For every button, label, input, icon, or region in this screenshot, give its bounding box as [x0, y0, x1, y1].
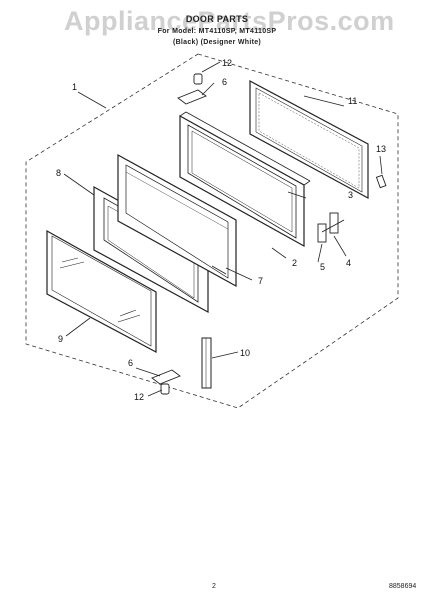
page-number: 2 — [212, 583, 216, 590]
door-seal — [249, 79, 369, 200]
callout-6: 6 — [128, 358, 133, 368]
model-line: For Model: MT4110SP, MT4110SP — [157, 28, 277, 35]
callout-6: 6 — [222, 77, 227, 87]
diagram-id: 8858694 — [389, 583, 417, 590]
callout-5: 5 — [320, 262, 325, 272]
callout-12: 12 — [134, 392, 144, 402]
callout-1: 1 — [72, 82, 77, 92]
door-choke — [201, 337, 212, 389]
callout-9: 9 — [58, 334, 63, 344]
callout-2: 2 — [292, 258, 297, 268]
inner-door-frame — [179, 111, 311, 248]
callout-4: 4 — [346, 258, 351, 268]
callout-3: 3 — [348, 190, 353, 200]
callout-13: 13 — [376, 144, 386, 154]
callout-10: 10 — [240, 348, 250, 358]
top-hinge — [177, 73, 207, 105]
callout-11: 11 — [348, 96, 357, 106]
callout-7: 7 — [258, 276, 263, 286]
bottom-hinge — [151, 369, 181, 395]
leader-lines — [63, 61, 383, 397]
door-panel — [117, 153, 237, 288]
assembly-outline — [25, 53, 399, 409]
screw-13 — [375, 174, 387, 189]
page-title: DOOR PARTS — [185, 14, 249, 24]
watermark: AppliancePartsPros.com — [64, 6, 395, 36]
latch-bracket — [317, 212, 345, 243]
glass-panel — [46, 229, 157, 353]
callout-8: 8 — [56, 168, 61, 178]
color-line: (Black) (Designer White) — [172, 39, 262, 46]
callout-12: 12 — [222, 58, 232, 68]
